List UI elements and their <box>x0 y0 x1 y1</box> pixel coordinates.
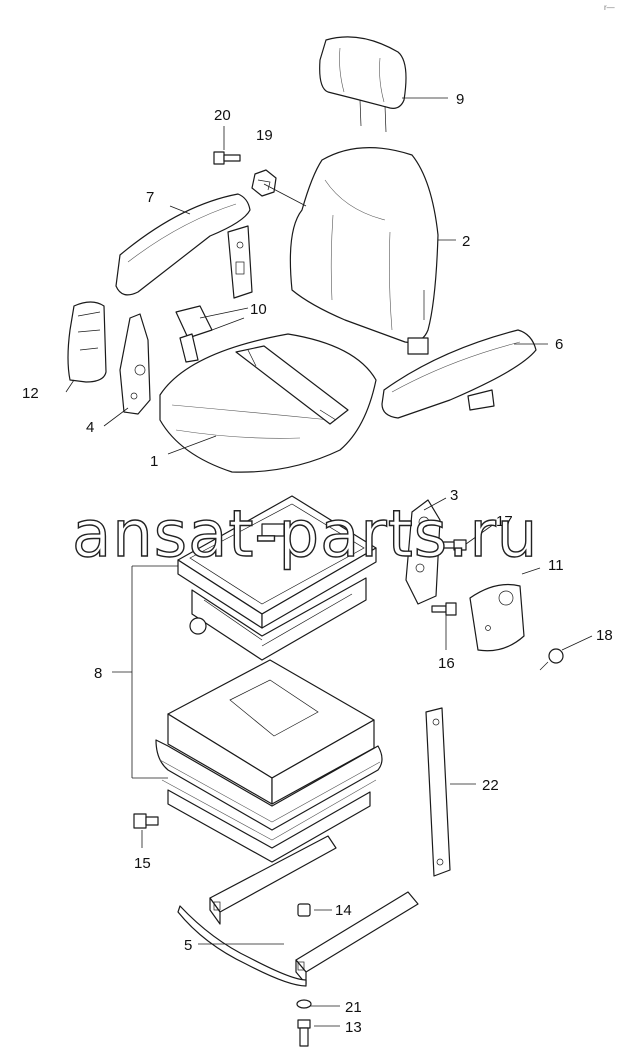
armrest-left <box>115 193 253 299</box>
bracket-3 <box>405 499 441 605</box>
callout-8: 8 <box>94 665 102 682</box>
screw-18 <box>539 648 564 671</box>
callout-17: 17 <box>496 513 513 530</box>
screw-16 <box>431 602 457 616</box>
callout-6: 6 <box>555 336 563 353</box>
nut-14 <box>297 903 311 917</box>
callout-labels: 1 2 3 4 5 6 7 8 9 10 11 12 13 14 15 16 1… <box>22 91 613 1036</box>
callout-22: 22 <box>482 777 499 794</box>
side-cover-12 <box>67 301 107 383</box>
callout-5: 5 <box>184 937 192 954</box>
lever-22 <box>425 707 451 877</box>
bolt-13 <box>297 1019 311 1047</box>
recliner-mechanism-4 <box>119 313 151 415</box>
watermark: ansat-parts.ru <box>72 498 538 572</box>
callout-11: 11 <box>548 557 564 574</box>
callout-1: 1 <box>150 453 158 470</box>
washer-21 <box>296 999 312 1009</box>
callout-9: 9 <box>456 91 464 108</box>
corner-mark: r— <box>604 3 615 12</box>
seat-cushion <box>159 333 377 473</box>
callout-13: 13 <box>345 1019 362 1036</box>
suspension-bellows <box>155 659 383 863</box>
leader-lines <box>65 97 593 1027</box>
backrest <box>289 147 439 355</box>
callout-14: 14 <box>335 902 352 919</box>
callout-7: 7 <box>146 189 154 206</box>
bolt-17 <box>439 539 467 551</box>
side-plate-11 <box>469 583 525 652</box>
slide-rails <box>177 835 419 987</box>
callout-12: 12 <box>22 385 39 402</box>
callout-4: 4 <box>86 419 94 436</box>
headrest <box>319 36 407 133</box>
callout-20: 20 <box>214 107 231 124</box>
callout-19: 19 <box>256 127 273 144</box>
bolt-15 <box>133 813 159 829</box>
callout-18: 18 <box>596 627 613 644</box>
callout-21: 21 <box>345 999 362 1016</box>
suspension-upper <box>177 495 377 661</box>
screw-20 <box>213 151 241 165</box>
knob-19 <box>251 169 277 197</box>
callout-15: 15 <box>134 855 151 872</box>
belt-buckle-10 <box>175 305 213 363</box>
callout-16: 16 <box>438 655 455 672</box>
callout-10: 10 <box>250 301 267 318</box>
callout-3: 3 <box>450 487 458 504</box>
callout-2: 2 <box>462 233 470 250</box>
armrest-right <box>381 329 537 419</box>
